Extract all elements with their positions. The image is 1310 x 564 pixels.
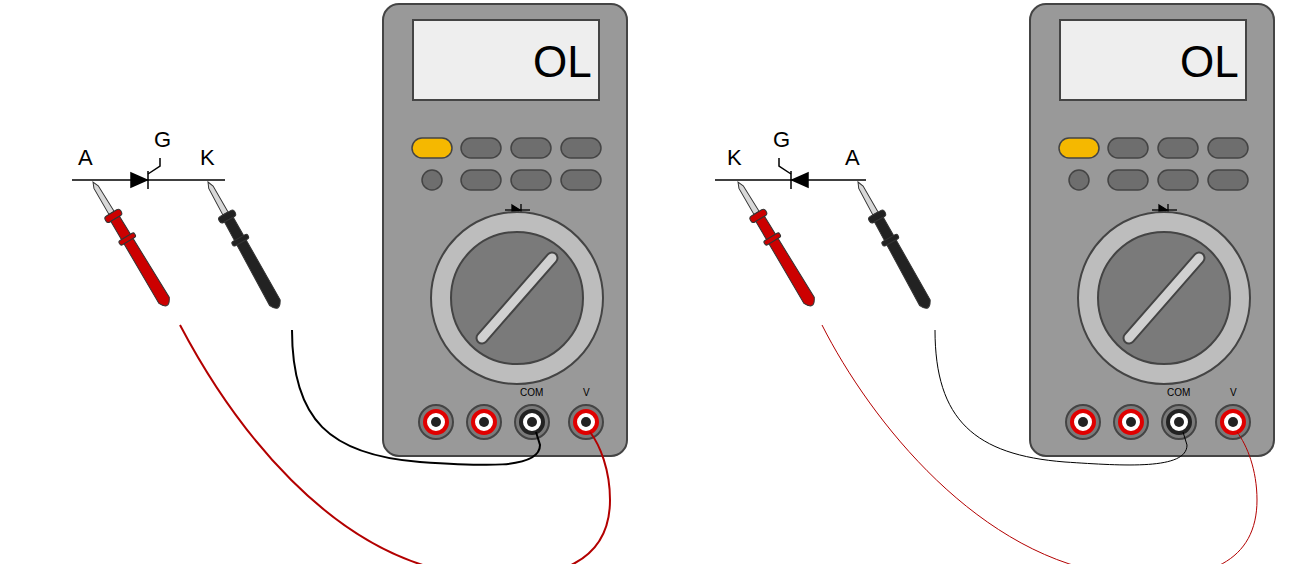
- red-wire: [180, 325, 610, 564]
- jack-name: V: [1230, 388, 1237, 398]
- black-wire: [935, 330, 1187, 465]
- multimeter: [1030, 4, 1274, 456]
- terminal-name: G: [773, 129, 790, 151]
- black-probe: [850, 178, 936, 313]
- display-reading: OL: [533, 40, 592, 84]
- red-probe: [730, 177, 820, 310]
- red-probe: [85, 177, 175, 310]
- terminal-name: A: [78, 147, 93, 169]
- terminal-name: K: [727, 147, 742, 169]
- jack-name: V: [583, 388, 590, 398]
- terminal-name: A: [845, 147, 860, 169]
- terminal-name: K: [200, 147, 215, 169]
- red-wire: [822, 325, 1257, 564]
- terminal-name: G: [154, 129, 171, 151]
- black-probe: [200, 178, 286, 313]
- jack-name: COM: [520, 388, 543, 398]
- display-reading: OL: [1180, 40, 1239, 84]
- multimeter: [383, 4, 627, 456]
- black-wire: [292, 330, 540, 465]
- jack-name: COM: [1167, 388, 1190, 398]
